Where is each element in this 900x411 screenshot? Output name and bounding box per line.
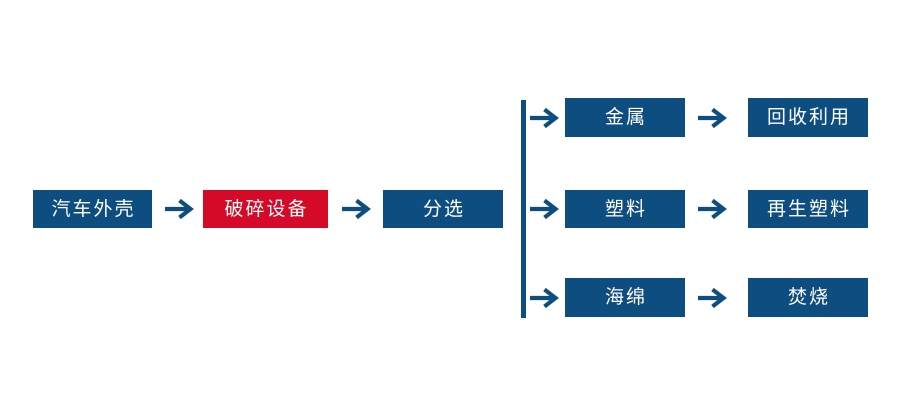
arrow-shredder-to-sorting [338, 194, 374, 224]
node-car-shell[interactable]: 汽车外壳 [33, 190, 152, 228]
node-shredding-equipment[interactable]: 破碎设备 [203, 190, 328, 228]
node-regenerated-plastic[interactable]: 再生塑料 [748, 190, 868, 228]
node-metal[interactable]: 金属 [565, 98, 685, 137]
arrow-plastic-to-regen [694, 194, 730, 224]
node-incineration[interactable]: 焚烧 [748, 278, 868, 317]
node-sponge[interactable]: 海绵 [565, 278, 685, 317]
node-plastic[interactable]: 塑料 [565, 190, 685, 228]
arrow-sponge-to-incinerate [694, 283, 730, 313]
distributor-rail [521, 100, 526, 318]
arrow-metal-to-recycle [694, 103, 730, 133]
arrow-rail-to-sponge [527, 283, 561, 313]
node-sorting[interactable]: 分选 [383, 190, 503, 228]
arrow-shell-to-shredder [161, 194, 197, 224]
node-recycling-reuse[interactable]: 回收利用 [748, 98, 868, 137]
arrow-rail-to-metal [527, 103, 561, 133]
arrow-rail-to-plastic [527, 194, 561, 224]
